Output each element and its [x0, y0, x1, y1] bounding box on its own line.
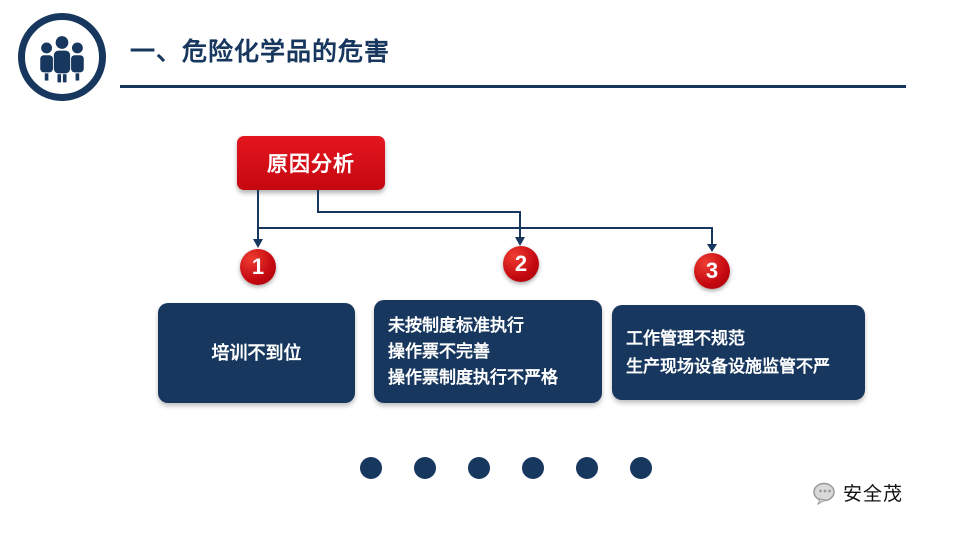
watermark-text: 安全茂	[843, 484, 904, 505]
watermark: 安全茂	[812, 479, 903, 506]
cause-text: 操作票制度执行不严格	[388, 367, 558, 387]
cause-box-3: 工作管理不规范 生产现场设备设施监管不严	[612, 305, 865, 400]
cause-analysis-box: 原因分析	[237, 136, 385, 190]
cause-text: 培训不到位	[211, 343, 302, 363]
cause-text: 未按制度标准执行	[388, 315, 524, 335]
people-icon	[40, 36, 84, 83]
pager-dots	[360, 457, 652, 479]
branch-number-3: 3	[694, 253, 730, 289]
cause-text: 操作票不完善	[388, 341, 490, 361]
team-logo	[18, 13, 106, 101]
cause-text: 工作管理不规范	[626, 328, 745, 348]
dot	[468, 457, 490, 479]
cause-text: 生产现场设备设施监管不严	[626, 356, 830, 376]
title-underline	[120, 85, 906, 88]
dot	[414, 457, 436, 479]
brand-icon	[813, 482, 835, 505]
dot	[630, 457, 652, 479]
cause-box-1: 培训不到位	[158, 303, 355, 403]
cause-box-2: 未按制度标准执行 操作票不完善 操作票制度执行不严格	[374, 300, 602, 403]
branch-number-1: 1	[240, 249, 276, 285]
dot	[576, 457, 598, 479]
dot	[360, 457, 382, 479]
dot	[522, 457, 544, 479]
branch-number-2: 2	[503, 246, 539, 282]
page-title: 一、危险化学品的危害	[130, 38, 391, 66]
